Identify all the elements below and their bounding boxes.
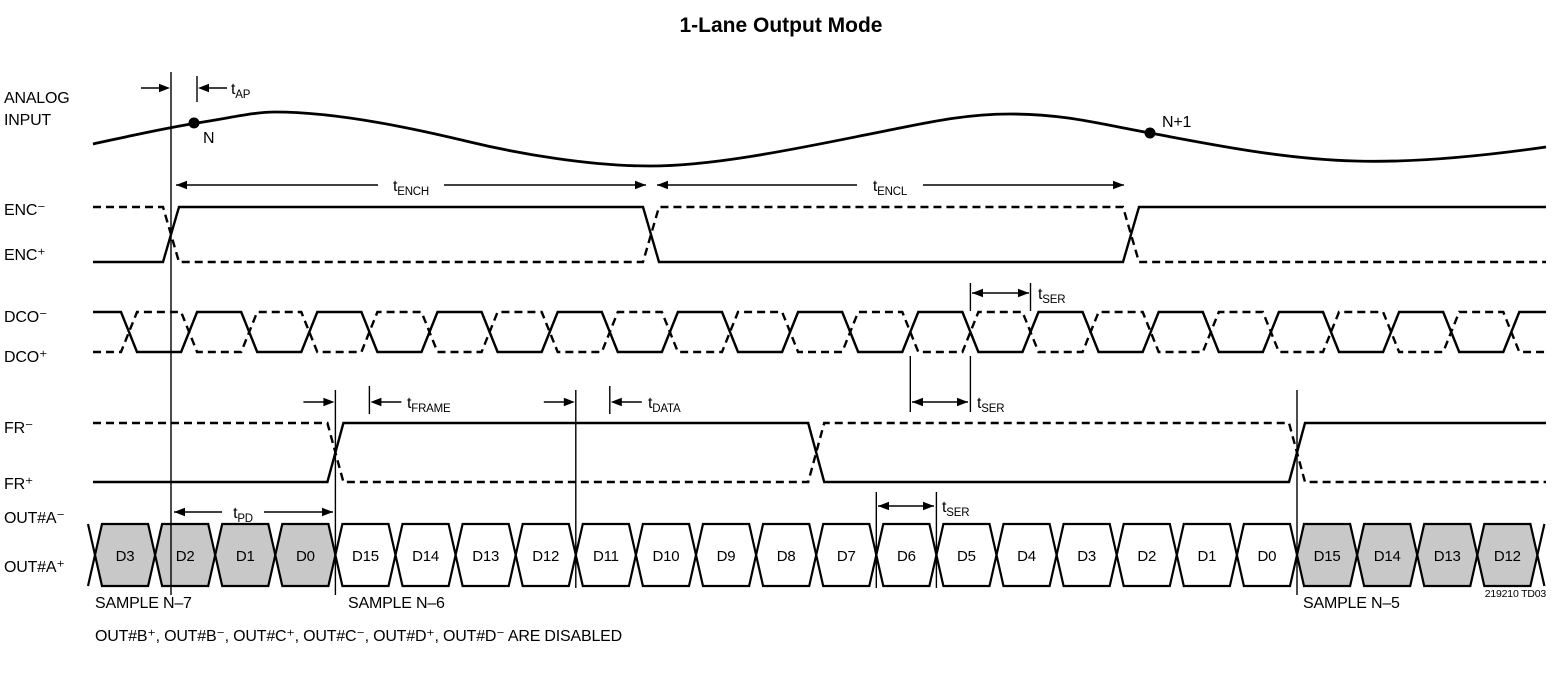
bus-cell-label: D5 (957, 548, 976, 565)
timing-label-tser-bottom: tSER (942, 499, 969, 519)
signal-label-dco-minus: DCO⁻ (4, 309, 47, 326)
tser-sub: SER (981, 403, 1004, 415)
tser-sub: SER (1042, 294, 1065, 306)
bus-cell-label: D8 (777, 548, 796, 565)
timing-label-tser-top: tSER (1038, 286, 1065, 306)
tap-sub: AP (235, 89, 250, 101)
tap-base: t (231, 81, 236, 98)
tser-base: t (1038, 286, 1043, 303)
bus-cell-label: D13 (472, 548, 499, 565)
diagram-title: 1-Lane Output Mode (680, 14, 883, 37)
tencl-sub: ENCL (877, 186, 908, 198)
bus-cell-label: D14 (412, 548, 439, 565)
bus-cell-label: D15 (1314, 548, 1341, 565)
bus-cell-label: D9 (717, 548, 736, 565)
arrowhead (323, 397, 335, 407)
tser-sub: SER (946, 507, 969, 519)
sample-label-n-7: SAMPLE N–7 (95, 595, 192, 612)
bus-cell-label: D13 (1434, 548, 1461, 565)
timing-label-tench: tENCH (393, 178, 429, 198)
arrowhead (370, 397, 382, 407)
timing-label-tencl: tENCL (873, 178, 908, 198)
timing-label-tap: tAP (231, 81, 251, 101)
tframe-base: t (407, 395, 412, 412)
sample-point-n-plus-1 (1144, 127, 1156, 139)
signal-label-fr-plus: FR⁺ (4, 476, 33, 493)
tser-base: t (942, 499, 947, 516)
bus-cell-label: D14 (1374, 548, 1401, 565)
signal-label-analog-line1: ANALOG (4, 90, 70, 107)
bus-cell-label: D12 (532, 548, 559, 565)
bus-cell-label: D1 (236, 548, 255, 565)
signal-label-dco-plus: DCO⁺ (4, 349, 47, 366)
bus-cell-label: D4 (1017, 548, 1036, 565)
arrowhead (563, 397, 575, 407)
bus-cell-label: D3 (116, 548, 135, 565)
bus-cell-label: D2 (1137, 548, 1156, 565)
bus-cell-label: D10 (652, 548, 679, 565)
tpd-base: t (233, 505, 238, 522)
tencl-base: t (873, 178, 878, 195)
fr-plus-wave (93, 421, 1546, 484)
tser-base: t (977, 395, 982, 412)
bus-cell-label: D6 (897, 548, 916, 565)
bus-cell-label: D1 (1197, 548, 1216, 565)
footer-note: OUT#B⁺, OUT#B⁻, OUT#C⁺, OUT#C⁻, OUT#D⁺, … (95, 628, 622, 645)
tench-base: t (393, 178, 398, 195)
signal-label-fr-minus: FR⁻ (4, 420, 33, 437)
bus-cell-label: D0 (296, 548, 315, 565)
dco-minus-wave (93, 310, 1546, 354)
tframe-sub: FRAME (411, 403, 451, 415)
arrowhead (159, 83, 170, 93)
bus-edge-stub (1536, 523, 1546, 587)
bus-cell-label: D11 (593, 548, 619, 565)
signal-label-out-a-minus: OUT#A⁻ (4, 510, 65, 527)
sample-label-n-6: SAMPLE N–6 (348, 595, 445, 612)
signal-label-enc-plus: ENC⁺ (4, 247, 45, 264)
bus-cell-label: D12 (1494, 548, 1521, 565)
timing-label-tser-mid: tSER (977, 395, 1004, 415)
bus-cell-label: D3 (1077, 548, 1096, 565)
bus-cell-label: D0 (1258, 548, 1277, 565)
doc-code: 219210 TD03 (1485, 588, 1547, 600)
fr-minus-wave (93, 421, 1546, 484)
bus-edge-stub (86, 523, 97, 587)
sample-label-n-5: SAMPLE N–5 (1303, 595, 1400, 612)
sample-n-plus-1-label: N+1 (1162, 114, 1191, 131)
bus-cell-label: D7 (837, 548, 856, 565)
enc-plus-wave (93, 205, 1546, 264)
tench-sub: ENCH (397, 186, 429, 198)
tdata-sub: DATA (652, 403, 681, 415)
tdata-base: t (648, 395, 653, 412)
timing-label-tdata: tDATA (648, 395, 681, 415)
sample-point-n (188, 117, 200, 129)
tpd-sub: PD (237, 513, 253, 525)
sample-n-label: N (203, 130, 214, 147)
analog-input-wave (92, 110, 1547, 168)
bus-cell-label: D15 (352, 548, 379, 565)
signal-label-out-a-plus: OUT#A⁺ (4, 559, 65, 576)
bus-cell-label: D2 (176, 548, 195, 565)
timing-label-tframe: tFRAME (407, 395, 451, 415)
waveforms-layer: D3 D2 D1 D0 D15 D14 D13 D12 D11 D10 D9 D8 D7 D6 D5 D4 D3… (86, 72, 1547, 595)
enc-minus-wave (93, 205, 1546, 264)
arrowhead (198, 83, 209, 93)
dco-plus-wave (93, 310, 1546, 354)
signal-label-enc-minus: ENC⁻ (4, 202, 45, 219)
signal-label-analog-line2: INPUT (4, 112, 51, 129)
arrowhead (610, 397, 622, 407)
timing-label-tpd: tPD (233, 505, 253, 525)
